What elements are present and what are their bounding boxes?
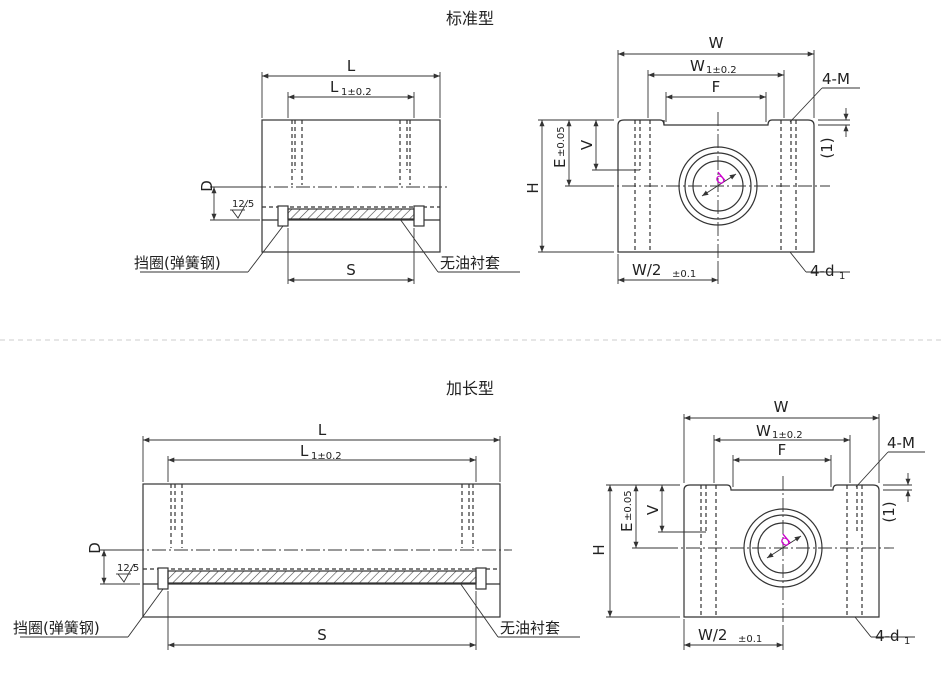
dim-L1: L: [330, 78, 339, 96]
dim-W2-tol: ±0.1: [672, 269, 696, 280]
dim-E-tol: ±0.05: [556, 126, 567, 157]
front-diameter-standard: d: [701, 169, 737, 197]
dim-F: F: [778, 441, 787, 459]
roughness-value: 12.5: [117, 563, 139, 574]
label-4d1-sub: 1: [904, 636, 910, 647]
label-4M: 4-M: [822, 70, 850, 88]
roughness-value: 12.5: [232, 199, 254, 210]
dim-one: (1): [880, 501, 898, 522]
front-dimensions-extended: [606, 414, 925, 650]
side-dimensions-standard: [140, 72, 520, 284]
front-dimensions-standard: [538, 50, 860, 284]
dim-W1-tol: 1±0.2: [706, 65, 737, 76]
label-bushing: 无油衬套: [500, 619, 560, 637]
dim-L1: L: [300, 442, 309, 460]
front-labels-standard: W W 1±0.2 F 4-M (1) H E ±0.05 V W/2 ±0.1…: [524, 34, 850, 282]
dim-L: L: [318, 421, 327, 439]
dim-L1-tol: 1±0.2: [311, 451, 342, 462]
side-labels-standard: L L 1±0.2 S D 12.5 挡圈(弹簧钢) 无油衬套: [134, 57, 500, 279]
dim-W1-tol: 1±0.2: [772, 430, 803, 441]
section-title-standard: 标准型: [446, 9, 494, 28]
dim-D: D: [198, 180, 216, 192]
dim-L: L: [347, 57, 356, 75]
dim-V: V: [644, 504, 662, 515]
dim-W2: W/2: [632, 261, 661, 279]
label-4d1-sub: 1: [839, 271, 845, 282]
front-diameter-extended: d: [766, 531, 802, 559]
dim-E: E: [618, 523, 636, 532]
dim-one: (1): [818, 137, 836, 158]
front-view-extended: [664, 476, 894, 626]
label-retainer: 挡圈(弹簧钢): [13, 619, 100, 637]
dim-L1-tol: 1±0.2: [341, 87, 372, 98]
dim-W: W: [709, 34, 724, 52]
section-title-extended: 加长型: [446, 379, 494, 398]
dim-H: H: [590, 544, 608, 555]
section-extended: 加长型: [13, 379, 925, 650]
label-retainer: 挡圈(弹簧钢): [134, 254, 221, 272]
dim-W: W: [774, 398, 789, 416]
side-view-extended: [130, 483, 512, 618]
side-view-standard: [252, 119, 450, 253]
section-standard: 标准型: [134, 9, 860, 284]
dim-V: V: [578, 139, 596, 150]
dim-W1: W: [690, 57, 705, 75]
dim-E-tol: ±0.05: [623, 490, 634, 521]
dim-S: S: [317, 626, 327, 644]
front-labels-extended: W W 1±0.2 F 4-M (1) H E ±0.05 V W/2 ±0.1…: [590, 398, 915, 647]
label-4d1: 4-d: [875, 627, 899, 645]
dim-H: H: [524, 182, 542, 193]
front-view-standard: [600, 112, 830, 262]
dim-D: D: [86, 542, 104, 554]
label-bushing: 无油衬套: [440, 254, 500, 272]
side-dimensions-extended: [20, 436, 580, 650]
dim-W2: W/2: [698, 626, 727, 644]
dim-S: S: [346, 261, 356, 279]
dim-F: F: [712, 78, 721, 96]
dim-W1: W: [756, 422, 771, 440]
side-labels-extended: L L 1±0.2 S D 12.5 挡圈(弹簧钢) 无油衬套: [13, 421, 560, 644]
dim-W2-tol: ±0.1: [738, 634, 762, 645]
dim-E: E: [551, 159, 569, 168]
label-4M: 4-M: [887, 434, 915, 452]
label-4d1: 4-d: [810, 262, 834, 280]
